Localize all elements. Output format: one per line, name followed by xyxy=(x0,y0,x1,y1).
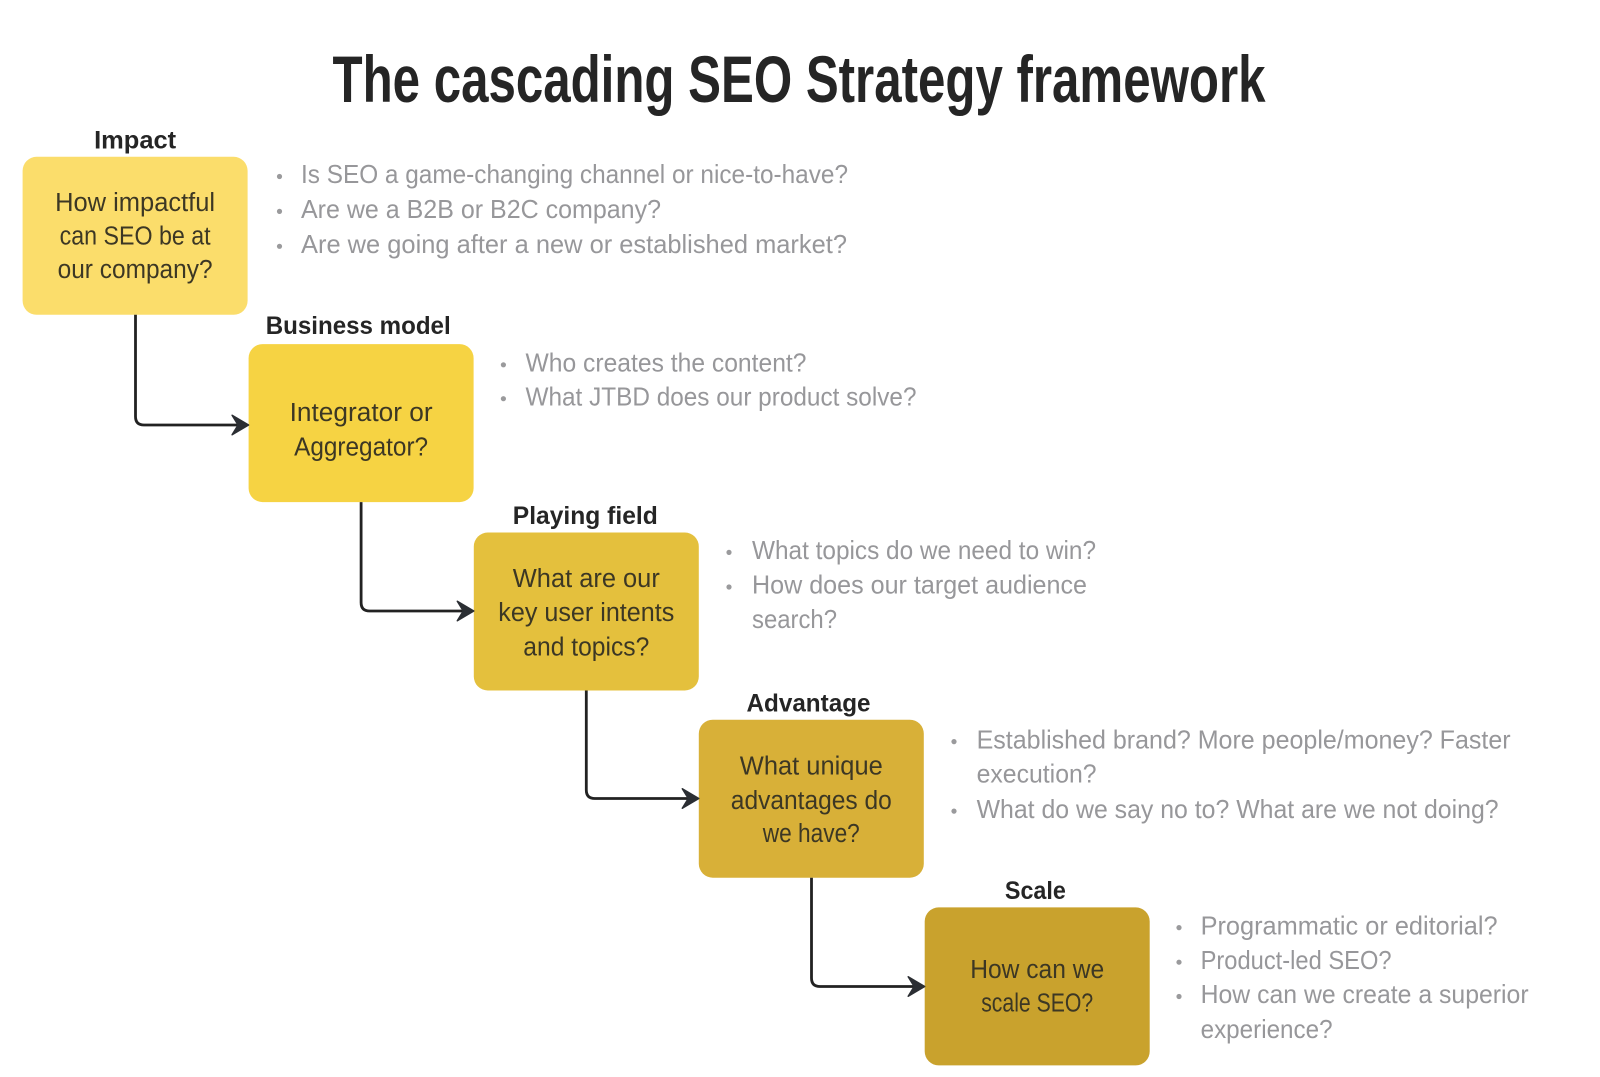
svg-text:How impactful: How impactful xyxy=(55,189,215,217)
svg-text:scale SEO?: scale SEO? xyxy=(981,990,1093,1018)
svg-text:Who creates the content?: Who creates the content? xyxy=(526,348,807,378)
svg-text:our company?: our company? xyxy=(58,256,213,284)
svg-text:Are we a B2B or B2C company?: Are we a B2B or B2C company? xyxy=(301,194,661,224)
svg-text:execution?: execution? xyxy=(977,759,1097,789)
svg-text:What do we say no to? What are: What do we say no to? What are we not do… xyxy=(977,794,1499,824)
svg-text:Scale: Scale xyxy=(1005,877,1066,905)
svg-text:What topics do we need to win?: What topics do we need to win? xyxy=(752,535,1096,565)
svg-text:How can we create a superior: How can we create a superior xyxy=(1201,979,1529,1009)
svg-text:we have?: we have? xyxy=(762,820,860,848)
svg-text:Programmatic or editorial?: Programmatic or editorial? xyxy=(1201,910,1498,940)
svg-text:Are we going after a new or es: Are we going after a new or established … xyxy=(301,229,847,259)
svg-text:Playing field: Playing field xyxy=(513,502,658,530)
svg-text:search?: search? xyxy=(752,604,837,634)
svg-text:Product-led SEO?: Product-led SEO? xyxy=(1201,945,1392,975)
svg-text:What are our: What are our xyxy=(513,565,660,593)
svg-text:Is SEO a game-changing channel: Is SEO a game-changing channel or nice-t… xyxy=(301,159,848,189)
svg-text:What unique: What unique xyxy=(740,753,883,781)
svg-text:Impact: Impact xyxy=(94,126,177,154)
svg-text:What JTBD does our product sol: What JTBD does our product solve? xyxy=(526,381,917,411)
svg-text:The cascading SEO Strategy fra: The cascading SEO Strategy framework xyxy=(333,42,1266,116)
svg-text:How can we: How can we xyxy=(970,956,1104,984)
svg-text:Established brand? More people: Established brand? More people/money? Fa… xyxy=(977,724,1511,754)
svg-text:How does our target audience: How does our target audience xyxy=(752,570,1087,600)
svg-text:Integrator or: Integrator or xyxy=(290,399,434,427)
svg-text:Aggregator?: Aggregator? xyxy=(294,434,428,462)
svg-text:Advantage: Advantage xyxy=(747,689,871,717)
svg-text:key user intents: key user intents xyxy=(498,599,674,627)
svg-text:experience?: experience? xyxy=(1201,1014,1333,1044)
svg-text:Business model: Business model xyxy=(266,312,451,340)
svg-text:advantages do: advantages do xyxy=(731,787,892,815)
svg-text:and topics?: and topics? xyxy=(523,633,649,661)
svg-text:can SEO be at: can SEO be at xyxy=(60,223,211,251)
